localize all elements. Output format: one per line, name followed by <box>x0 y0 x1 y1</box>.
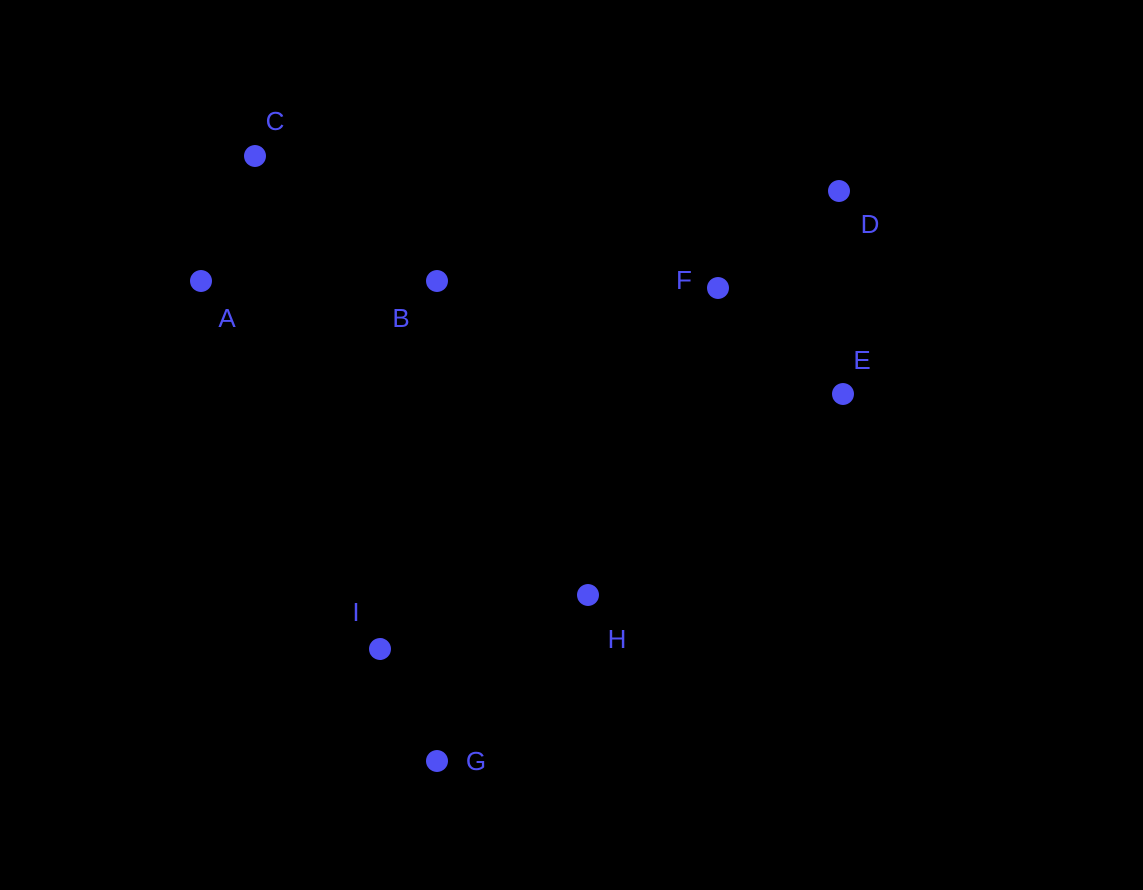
point-label-g: G <box>466 746 486 776</box>
point-h <box>577 584 599 606</box>
point-a <box>190 270 212 292</box>
point-group-f: F <box>676 265 729 299</box>
point-b <box>426 270 448 292</box>
point-label-i: I <box>352 597 359 627</box>
point-e <box>832 383 854 405</box>
point-g <box>426 750 448 772</box>
point-label-f: F <box>676 265 692 295</box>
point-group-h: H <box>577 584 626 654</box>
point-group-i: I <box>352 597 391 660</box>
point-group-d: D <box>828 180 879 239</box>
point-group-a: A <box>190 270 236 333</box>
point-group-b: B <box>392 270 448 333</box>
point-d <box>828 180 850 202</box>
point-label-b: B <box>392 303 409 333</box>
point-label-h: H <box>608 624 627 654</box>
point-c <box>244 145 266 167</box>
point-group-g: G <box>426 746 486 776</box>
point-group-e: E <box>832 345 871 405</box>
point-i <box>369 638 391 660</box>
point-label-e: E <box>853 345 870 375</box>
point-f <box>707 277 729 299</box>
point-label-c: C <box>266 106 285 136</box>
point-label-a: A <box>218 303 236 333</box>
point-label-d: D <box>861 209 880 239</box>
point-group-c: C <box>244 106 284 167</box>
